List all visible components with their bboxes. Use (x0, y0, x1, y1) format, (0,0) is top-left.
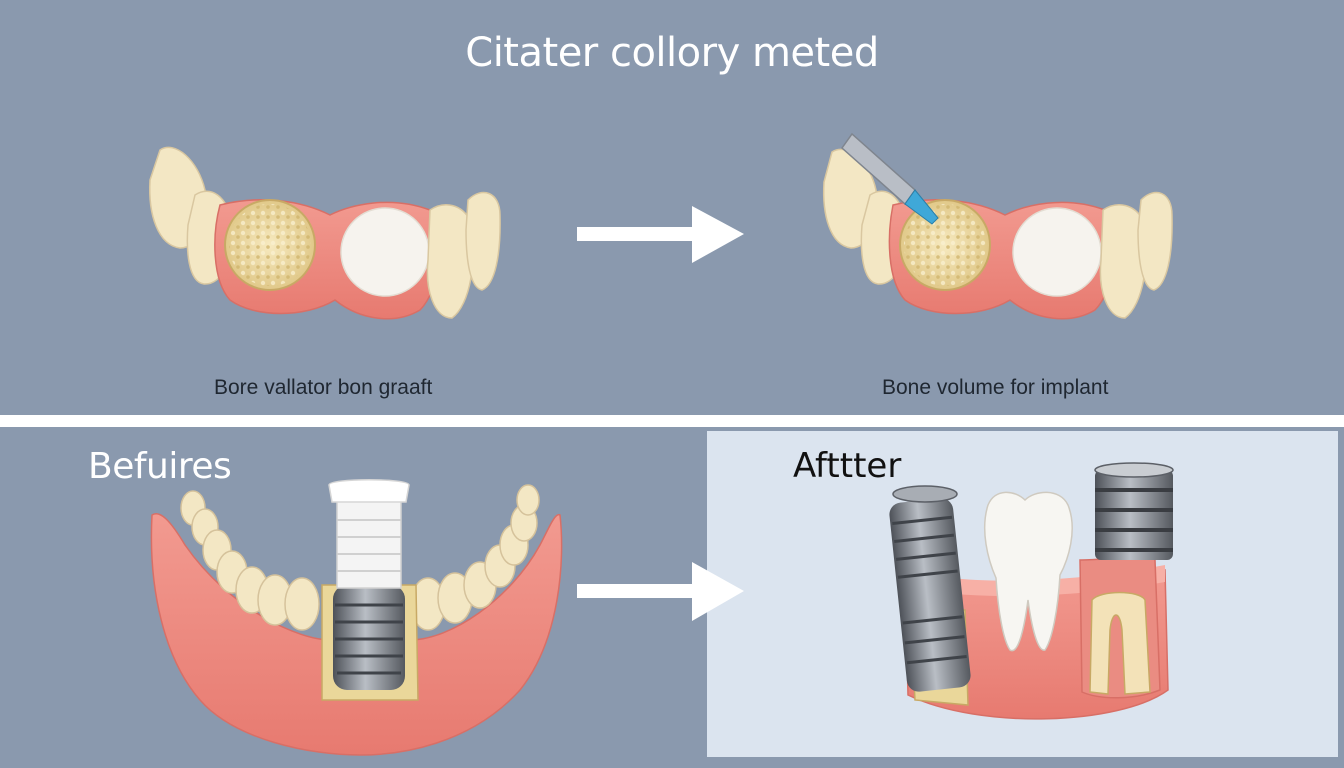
abutment-implant-icon (1094, 462, 1174, 560)
caption-bone-volume: Bone volume for implant (882, 376, 1109, 399)
label-after: Afttter (793, 446, 902, 486)
section-divider (0, 415, 1344, 427)
surgical-instrument-icon (840, 132, 939, 225)
diagram-title: Citater collory meted (465, 30, 879, 76)
lower-jaw-before (150, 479, 563, 756)
arrow-right-icon (577, 562, 744, 621)
dental-implant-icon (889, 485, 971, 692)
caption-bone-graft: Bore vallator bon graaft (214, 376, 433, 399)
label-before: Befuires (88, 446, 232, 487)
jaw-segment-before-graft (149, 146, 501, 320)
arrow-right-icon (577, 206, 744, 263)
molar-tooth-icon (983, 491, 1073, 652)
